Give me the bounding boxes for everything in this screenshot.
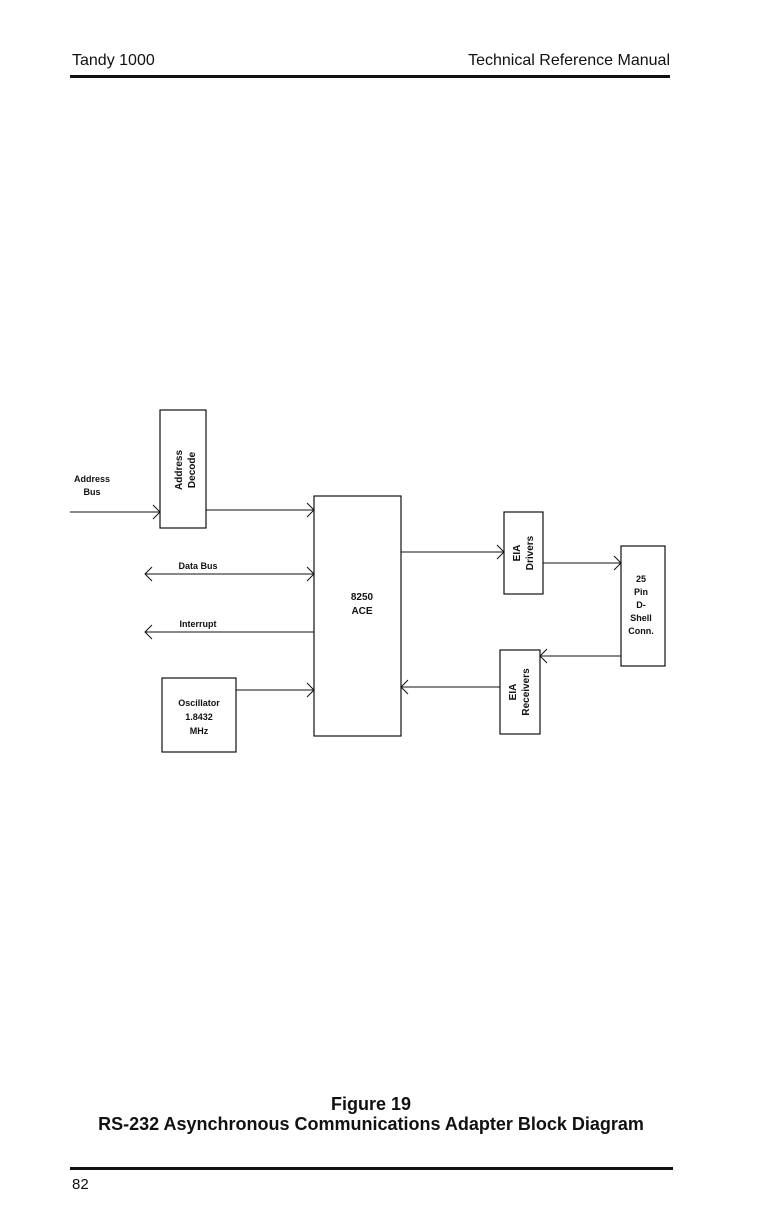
eia-drivers-block	[504, 512, 543, 594]
interrupt-label: Interrupt	[180, 619, 217, 629]
figure-title: RS-232 Asynchronous Communications Adapt…	[0, 1114, 742, 1135]
oscillator-to-ace-arrow	[236, 683, 314, 697]
ace-label-line2: ACE	[351, 606, 372, 617]
connector-label-line3: D-	[636, 600, 646, 610]
address-decode-label-line2: Decode	[187, 452, 198, 489]
address-bus-label-line1: Address	[74, 474, 110, 484]
connector-label-line4: Shell	[630, 613, 652, 623]
oscillator-label-line1: Oscillator	[178, 698, 220, 708]
address-decode-label-line1: Address	[174, 450, 185, 490]
eia-receivers-label-line2: Receivers	[521, 668, 532, 716]
ace-label-line1: 8250	[351, 592, 374, 603]
figure-number: Figure 19	[0, 1094, 742, 1115]
interrupt-arrow	[145, 625, 314, 639]
address-bus-label-line2: Bus	[83, 487, 100, 497]
eia-receivers-block	[500, 650, 540, 734]
drivers-to-connector-arrow	[543, 556, 621, 570]
ace-to-drivers-arrow	[401, 545, 504, 559]
footer-rule	[70, 1167, 673, 1170]
connector-label-line1: 25	[636, 574, 646, 584]
decode-to-ace-arrow	[206, 503, 314, 517]
oscillator-label-line3: MHz	[190, 726, 209, 736]
connector-to-receivers-arrow	[540, 649, 621, 663]
oscillator-label-line2: 1.8432	[185, 712, 213, 722]
eia-receivers-label-line1: EIA	[508, 684, 519, 701]
eia-drivers-label-line2: Drivers	[525, 535, 536, 570]
eia-drivers-label-line1: EIA	[512, 545, 523, 562]
connector-label-line2: Pin	[634, 587, 648, 597]
address-bus-arrow	[70, 505, 160, 519]
data-bus-label: Data Bus	[178, 561, 217, 571]
connector-label-line5: Conn.	[628, 626, 654, 636]
page-number: 82	[72, 1176, 89, 1193]
data-bus-arrow	[145, 567, 314, 581]
receivers-to-ace-arrow	[401, 680, 500, 694]
